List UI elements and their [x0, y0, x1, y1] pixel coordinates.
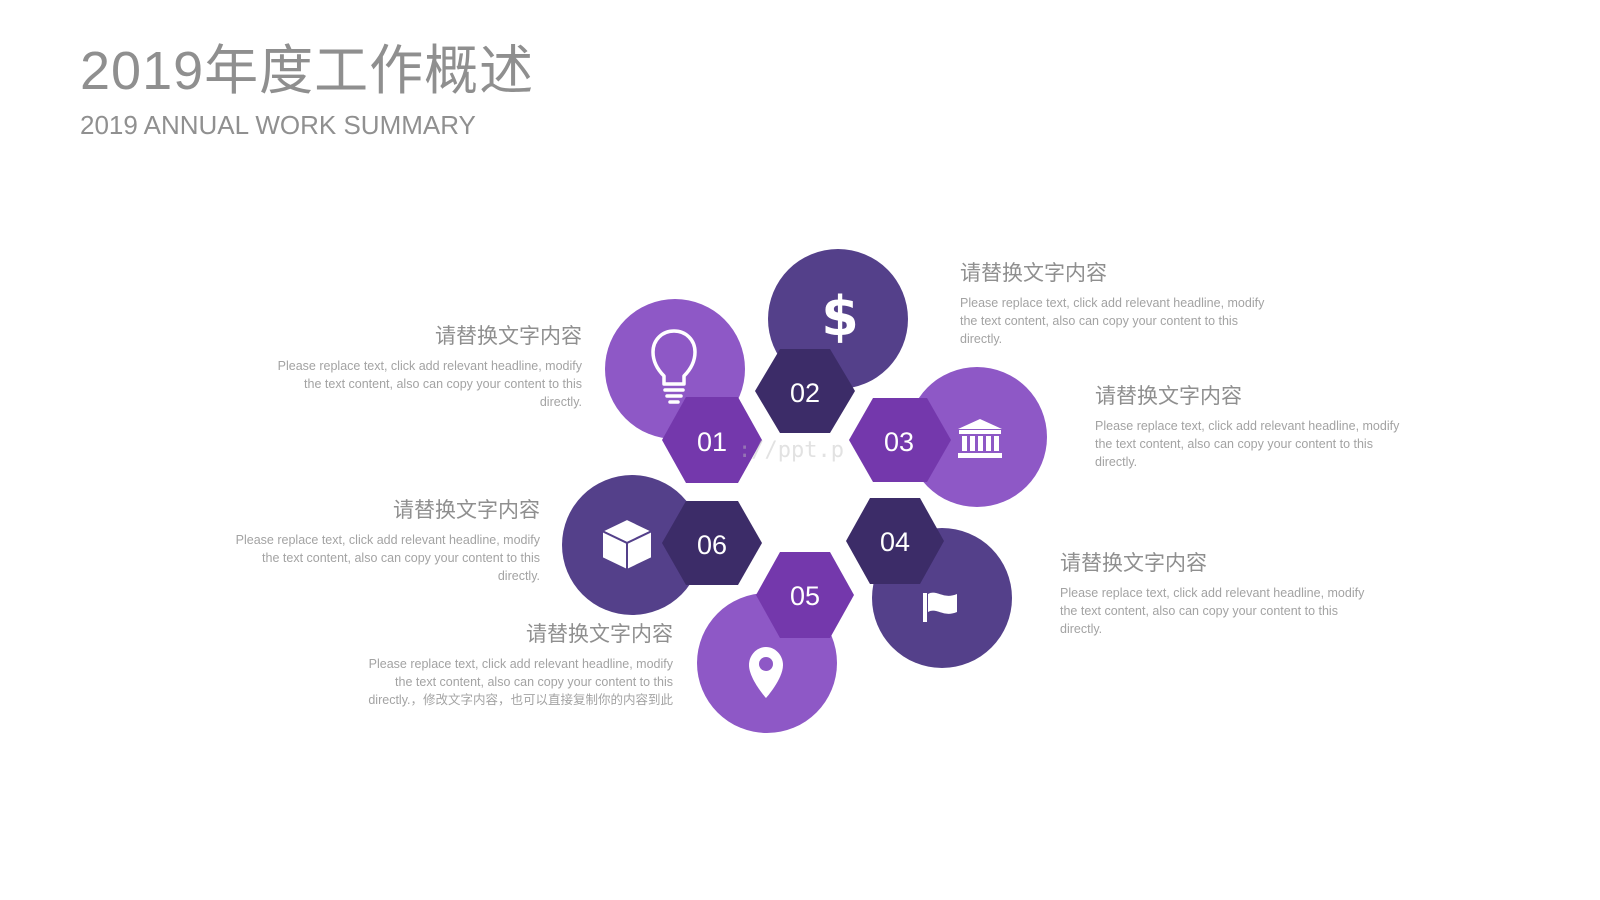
slide-title: 2019年度工作概述 [80, 41, 535, 101]
step-04-heading: 请替换文字内容 [1060, 552, 1207, 575]
step-05-heading: 请替换文字内容 [526, 623, 673, 646]
step-01-heading: 请替换文字内容 [435, 325, 582, 348]
step-02-hexagon [755, 349, 855, 433]
step-05-hexagon [756, 552, 854, 638]
step-02-number: 02 [790, 378, 820, 408]
step-04-text: 请替换文字内容 Please replace text, click add r… [1060, 551, 1370, 638]
flag-icon [923, 592, 957, 622]
step-06-number: 06 [697, 530, 727, 560]
watermark-text: ://ppt.p [738, 438, 844, 463]
step-05-number: 05 [790, 581, 820, 611]
lightbulb-icon [651, 329, 697, 404]
step-01-text: 请替换文字内容 Please replace text, click add r… [272, 324, 582, 411]
step-01-number: 01 [697, 427, 727, 457]
cube-icon [601, 518, 653, 571]
step-06-heading: 请替换文字内容 [393, 499, 540, 522]
step-06-text: 请替换文字内容 Please replace text, click add r… [230, 498, 540, 585]
step-04-body: Please replace text, click add relevant … [1060, 586, 1365, 637]
step-06-body: Please replace text, click add relevant … [235, 533, 540, 584]
step-02-text: 请替换文字内容 Please replace text, click add r… [960, 261, 1270, 348]
step-02-heading: 请替换文字内容 [960, 262, 1107, 285]
slide-subtitle: 2019 ANNUAL WORK SUMMARY [80, 110, 476, 140]
step-03-heading: 请替换文字内容 [1095, 385, 1242, 408]
location-pin-icon [749, 647, 783, 698]
bank-icon [958, 419, 1002, 458]
step-05-body: Please replace text, click add relevant … [368, 657, 673, 708]
step-03-circle [907, 367, 1047, 507]
step-04-number: 04 [880, 527, 910, 557]
step-02-body: Please replace text, click add relevant … [960, 296, 1265, 347]
step-05-text: 请替换文字内容 Please replace text, click add r… [363, 622, 673, 709]
step-01-hexagon [662, 397, 762, 483]
step-04-hexagon [846, 498, 944, 584]
dollar-icon: $ [821, 285, 859, 348]
step-06-hexagon [662, 501, 762, 585]
step-03-number: 03 [884, 427, 914, 457]
step-03-hexagon [849, 398, 951, 482]
step-01-body: Please replace text, click add relevant … [277, 359, 582, 410]
step-03-body: Please replace text, click add relevant … [1095, 419, 1400, 470]
step-03-text: 请替换文字内容 Please replace text, click add r… [1095, 384, 1405, 471]
